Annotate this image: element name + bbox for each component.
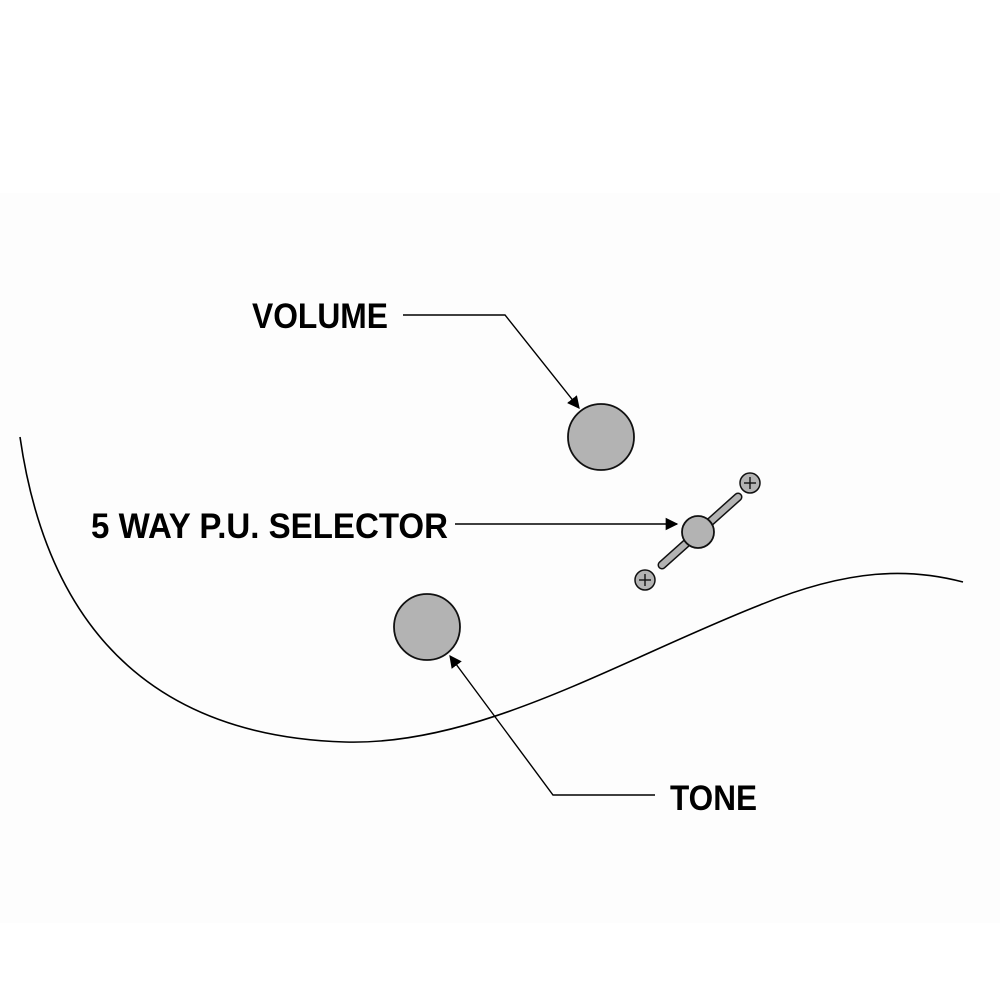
tone-leader-line	[449, 654, 655, 796]
screw-icon	[634, 569, 656, 591]
volume-label: VOLUME	[252, 297, 388, 336]
tone-label: TONE	[670, 779, 757, 818]
volume-leader-line	[403, 314, 580, 409]
selector-label: 5 WAY P.U. SELECTOR	[91, 507, 448, 546]
guitar-body-outline	[19, 436, 964, 743]
volume-knob	[567, 403, 635, 471]
screw-icon	[739, 472, 761, 494]
selector-tip	[681, 515, 715, 549]
selector-switch	[657, 492, 743, 570]
tone-knob	[393, 593, 461, 661]
